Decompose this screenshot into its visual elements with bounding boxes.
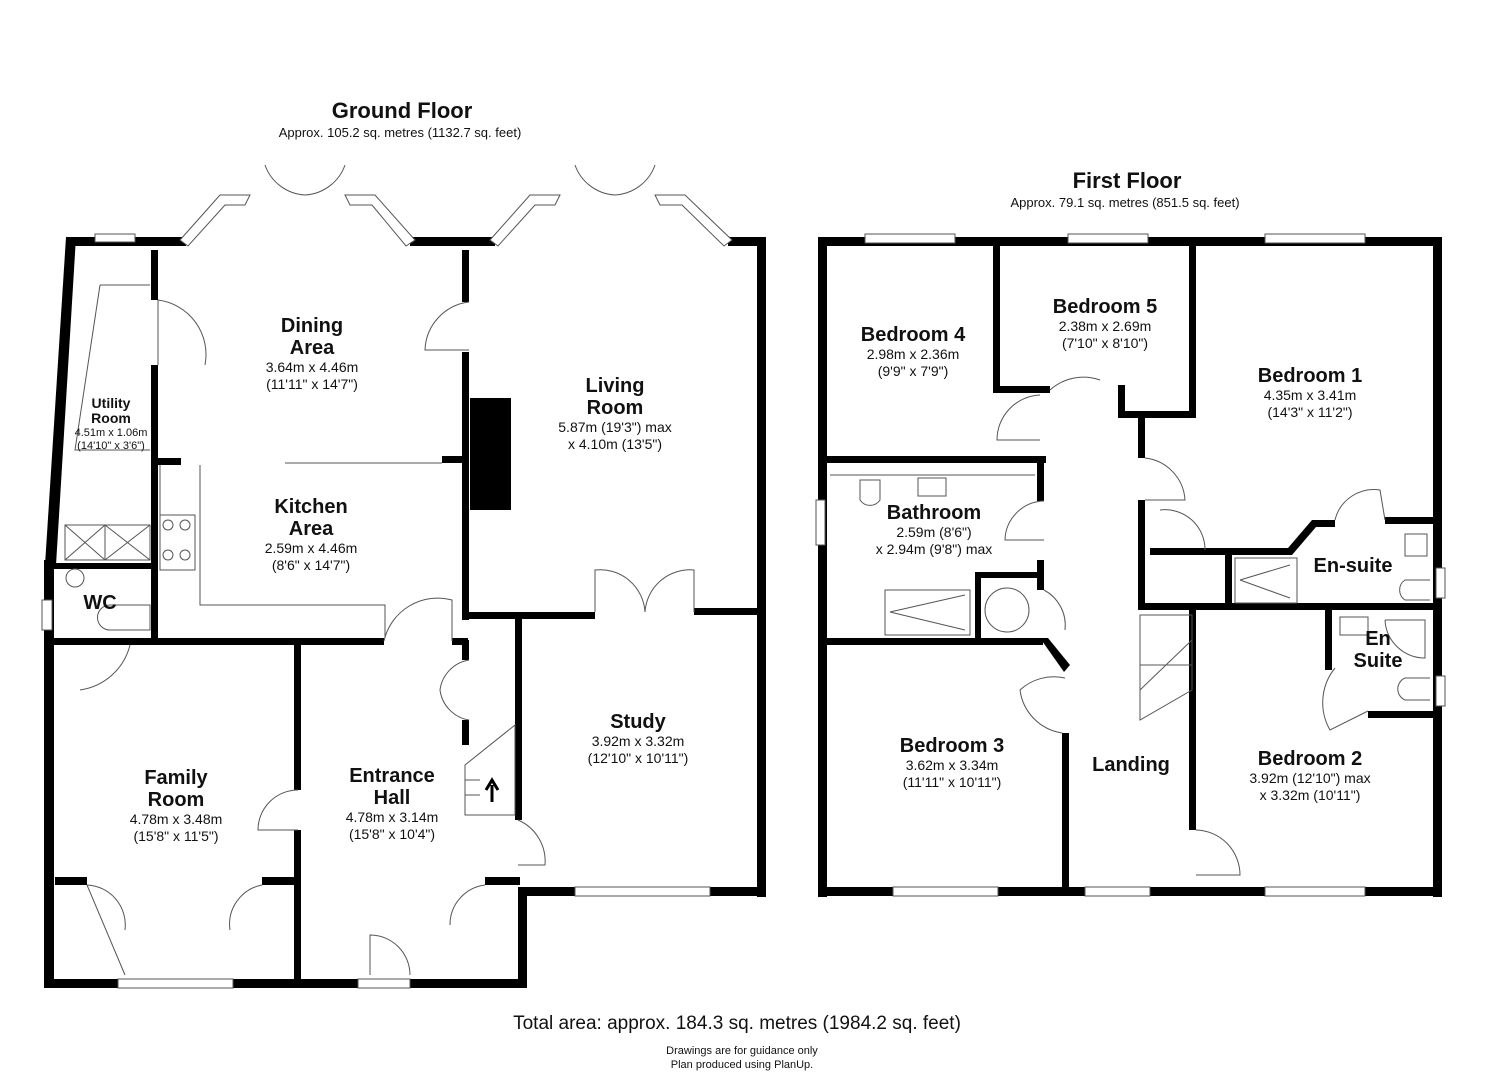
svg-text:Study: Study <box>610 711 666 733</box>
svg-text:Room: Room <box>587 397 644 419</box>
ground-floor-area: Approx. 105.2 sq. metres (1132.7 sq. fee… <box>279 125 522 140</box>
svg-text:x 4.10m (13'5"): x 4.10m (13'5") <box>568 436 662 452</box>
first-floor-area: Approx. 79.1 sq. metres (851.5 sq. feet) <box>1010 195 1239 210</box>
svg-text:Dining: Dining <box>281 315 343 337</box>
svg-text:(15'8" x 11'5"): (15'8" x 11'5") <box>133 828 218 844</box>
svg-text:4.78m x 3.48m: 4.78m x 3.48m <box>130 811 223 827</box>
svg-text:x 2.94m (9'8") max: x 2.94m (9'8") max <box>876 541 993 557</box>
svg-text:Bedroom 1: Bedroom 1 <box>1258 365 1362 387</box>
svg-text:Bedroom 4: Bedroom 4 <box>861 324 966 346</box>
ground-floor-windows <box>41 194 733 989</box>
room-utility-room: Utility Room 4.51m x 1.06m (14'10" x 3'6… <box>75 395 148 452</box>
svg-text:Living: Living <box>586 375 645 397</box>
ground-floor-walls <box>44 237 766 988</box>
svg-text:Kitchen: Kitchen <box>274 496 347 518</box>
svg-text:Suite: Suite <box>1354 650 1403 672</box>
ground-floor-doors <box>64 164 695 976</box>
first-floor-title: First Floor <box>1073 168 1182 193</box>
svg-text:Entrance: Entrance <box>349 765 435 787</box>
svg-text:En: En <box>1365 628 1391 650</box>
room-living-room: Living Room 5.87m (19'3") max x 4.10m (1… <box>558 375 671 452</box>
ground-floor-title: Ground Floor <box>332 98 473 123</box>
svg-text:4.35m x 3.41m: 4.35m x 3.41m <box>1264 387 1357 403</box>
room-bedroom-5: Bedroom 5 2.38m x 2.69m (7'10" x 8'10") <box>1053 296 1157 351</box>
svg-text:2.59m (8'6"): 2.59m (8'6") <box>896 524 971 540</box>
svg-text:(7'10" x 8'10"): (7'10" x 8'10") <box>1062 335 1148 351</box>
room-kitchen-area: Kitchen Area 2.59m x 4.46m (8'6" x 14'7"… <box>265 496 358 573</box>
room-dining-area: Dining Area 3.64m x 4.46m (11'11" x 14'7… <box>266 315 359 392</box>
room-bathroom: Bathroom 2.59m (8'6") x 2.94m (9'8") max <box>876 502 993 557</box>
svg-text:(12'10" x 10'11"): (12'10" x 10'11") <box>588 750 689 766</box>
svg-text:Hall: Hall <box>374 787 411 809</box>
room-landing: Landing <box>1092 754 1170 776</box>
room-bedroom-1: Bedroom 1 4.35m x 3.41m (14'3" x 11'2") <box>1258 365 1362 420</box>
room-bedroom-3: Bedroom 3 3.62m x 3.34m (11'11" x 10'11"… <box>900 735 1004 790</box>
svg-text:Bedroom 5: Bedroom 5 <box>1053 296 1157 318</box>
svg-text:2.98m x 2.36m: 2.98m x 2.36m <box>867 346 960 362</box>
svg-text:(14'3" x 11'2"): (14'3" x 11'2") <box>1267 404 1352 420</box>
svg-text:Area: Area <box>289 518 334 540</box>
svg-text:3.62m x 3.34m: 3.62m x 3.34m <box>906 757 999 773</box>
svg-text:(14'10" x 3'6"): (14'10" x 3'6") <box>77 440 145 452</box>
svg-text:5.87m (19'3") max: 5.87m (19'3") max <box>558 419 671 435</box>
svg-text:3.92m x 3.32m: 3.92m x 3.32m <box>592 733 685 749</box>
room-study: Study 3.92m x 3.32m (12'10" x 10'11") <box>588 711 689 766</box>
first-floor-fixtures <box>830 376 1430 876</box>
disclaimer-planup: Plan produced using PlanUp. <box>671 1059 813 1071</box>
disclaimer-guidance: Drawings are for guidance only <box>666 1045 818 1057</box>
room-bedroom-2: Bedroom 2 3.92m (12'10") max x 3.32m (10… <box>1249 748 1370 803</box>
svg-text:(15'8" x 10'4"): (15'8" x 10'4") <box>349 826 435 842</box>
svg-text:2.38m x 2.69m: 2.38m x 2.69m <box>1059 318 1152 334</box>
svg-text:Area: Area <box>290 337 335 359</box>
svg-text:(11'11" x 10'11"): (11'11" x 10'11") <box>903 774 1002 790</box>
room-family-room: Family Room 4.78m x 3.48m (15'8" x 11'5"… <box>130 767 223 844</box>
svg-text:2.59m x 4.46m: 2.59m x 4.46m <box>265 540 358 556</box>
svg-text:Bathroom: Bathroom <box>887 502 981 524</box>
room-bedroom-4: Bedroom 4 2.98m x 2.36m (9'9" x 7'9") <box>861 324 966 379</box>
svg-text:4.51m x 1.06m: 4.51m x 1.06m <box>75 427 148 439</box>
svg-text:Room: Room <box>148 789 205 811</box>
svg-text:(8'6" x 14'7"): (8'6" x 14'7") <box>272 557 350 573</box>
room-wc: WC <box>83 592 116 614</box>
svg-text:Utility: Utility <box>92 395 131 411</box>
svg-text:Bedroom 2: Bedroom 2 <box>1258 748 1362 770</box>
svg-text:(11'11" x 14'7"): (11'11" x 14'7") <box>266 376 358 392</box>
svg-text:Room: Room <box>91 410 131 426</box>
total-area: Total area: approx. 184.3 sq. metres (19… <box>513 1013 961 1034</box>
svg-text:x 3.32m (10'11"): x 3.32m (10'11") <box>1260 787 1361 803</box>
svg-text:(9'9" x 7'9"): (9'9" x 7'9") <box>878 363 949 379</box>
room-en-suite-2: En Suite <box>1354 628 1403 672</box>
room-en-suite-1: En-suite <box>1314 555 1393 577</box>
svg-text:Family: Family <box>144 767 208 789</box>
svg-text:3.64m x 4.46m: 3.64m x 4.46m <box>266 359 359 375</box>
svg-text:Bedroom 3: Bedroom 3 <box>900 735 1004 757</box>
svg-text:4.78m x 3.14m: 4.78m x 3.14m <box>346 809 439 825</box>
svg-text:3.92m (12'10") max: 3.92m (12'10") max <box>1249 770 1370 786</box>
room-entrance-hall: Entrance Hall 4.78m x 3.14m (15'8" x 10'… <box>346 765 439 842</box>
first-floor-windows <box>815 233 1446 897</box>
